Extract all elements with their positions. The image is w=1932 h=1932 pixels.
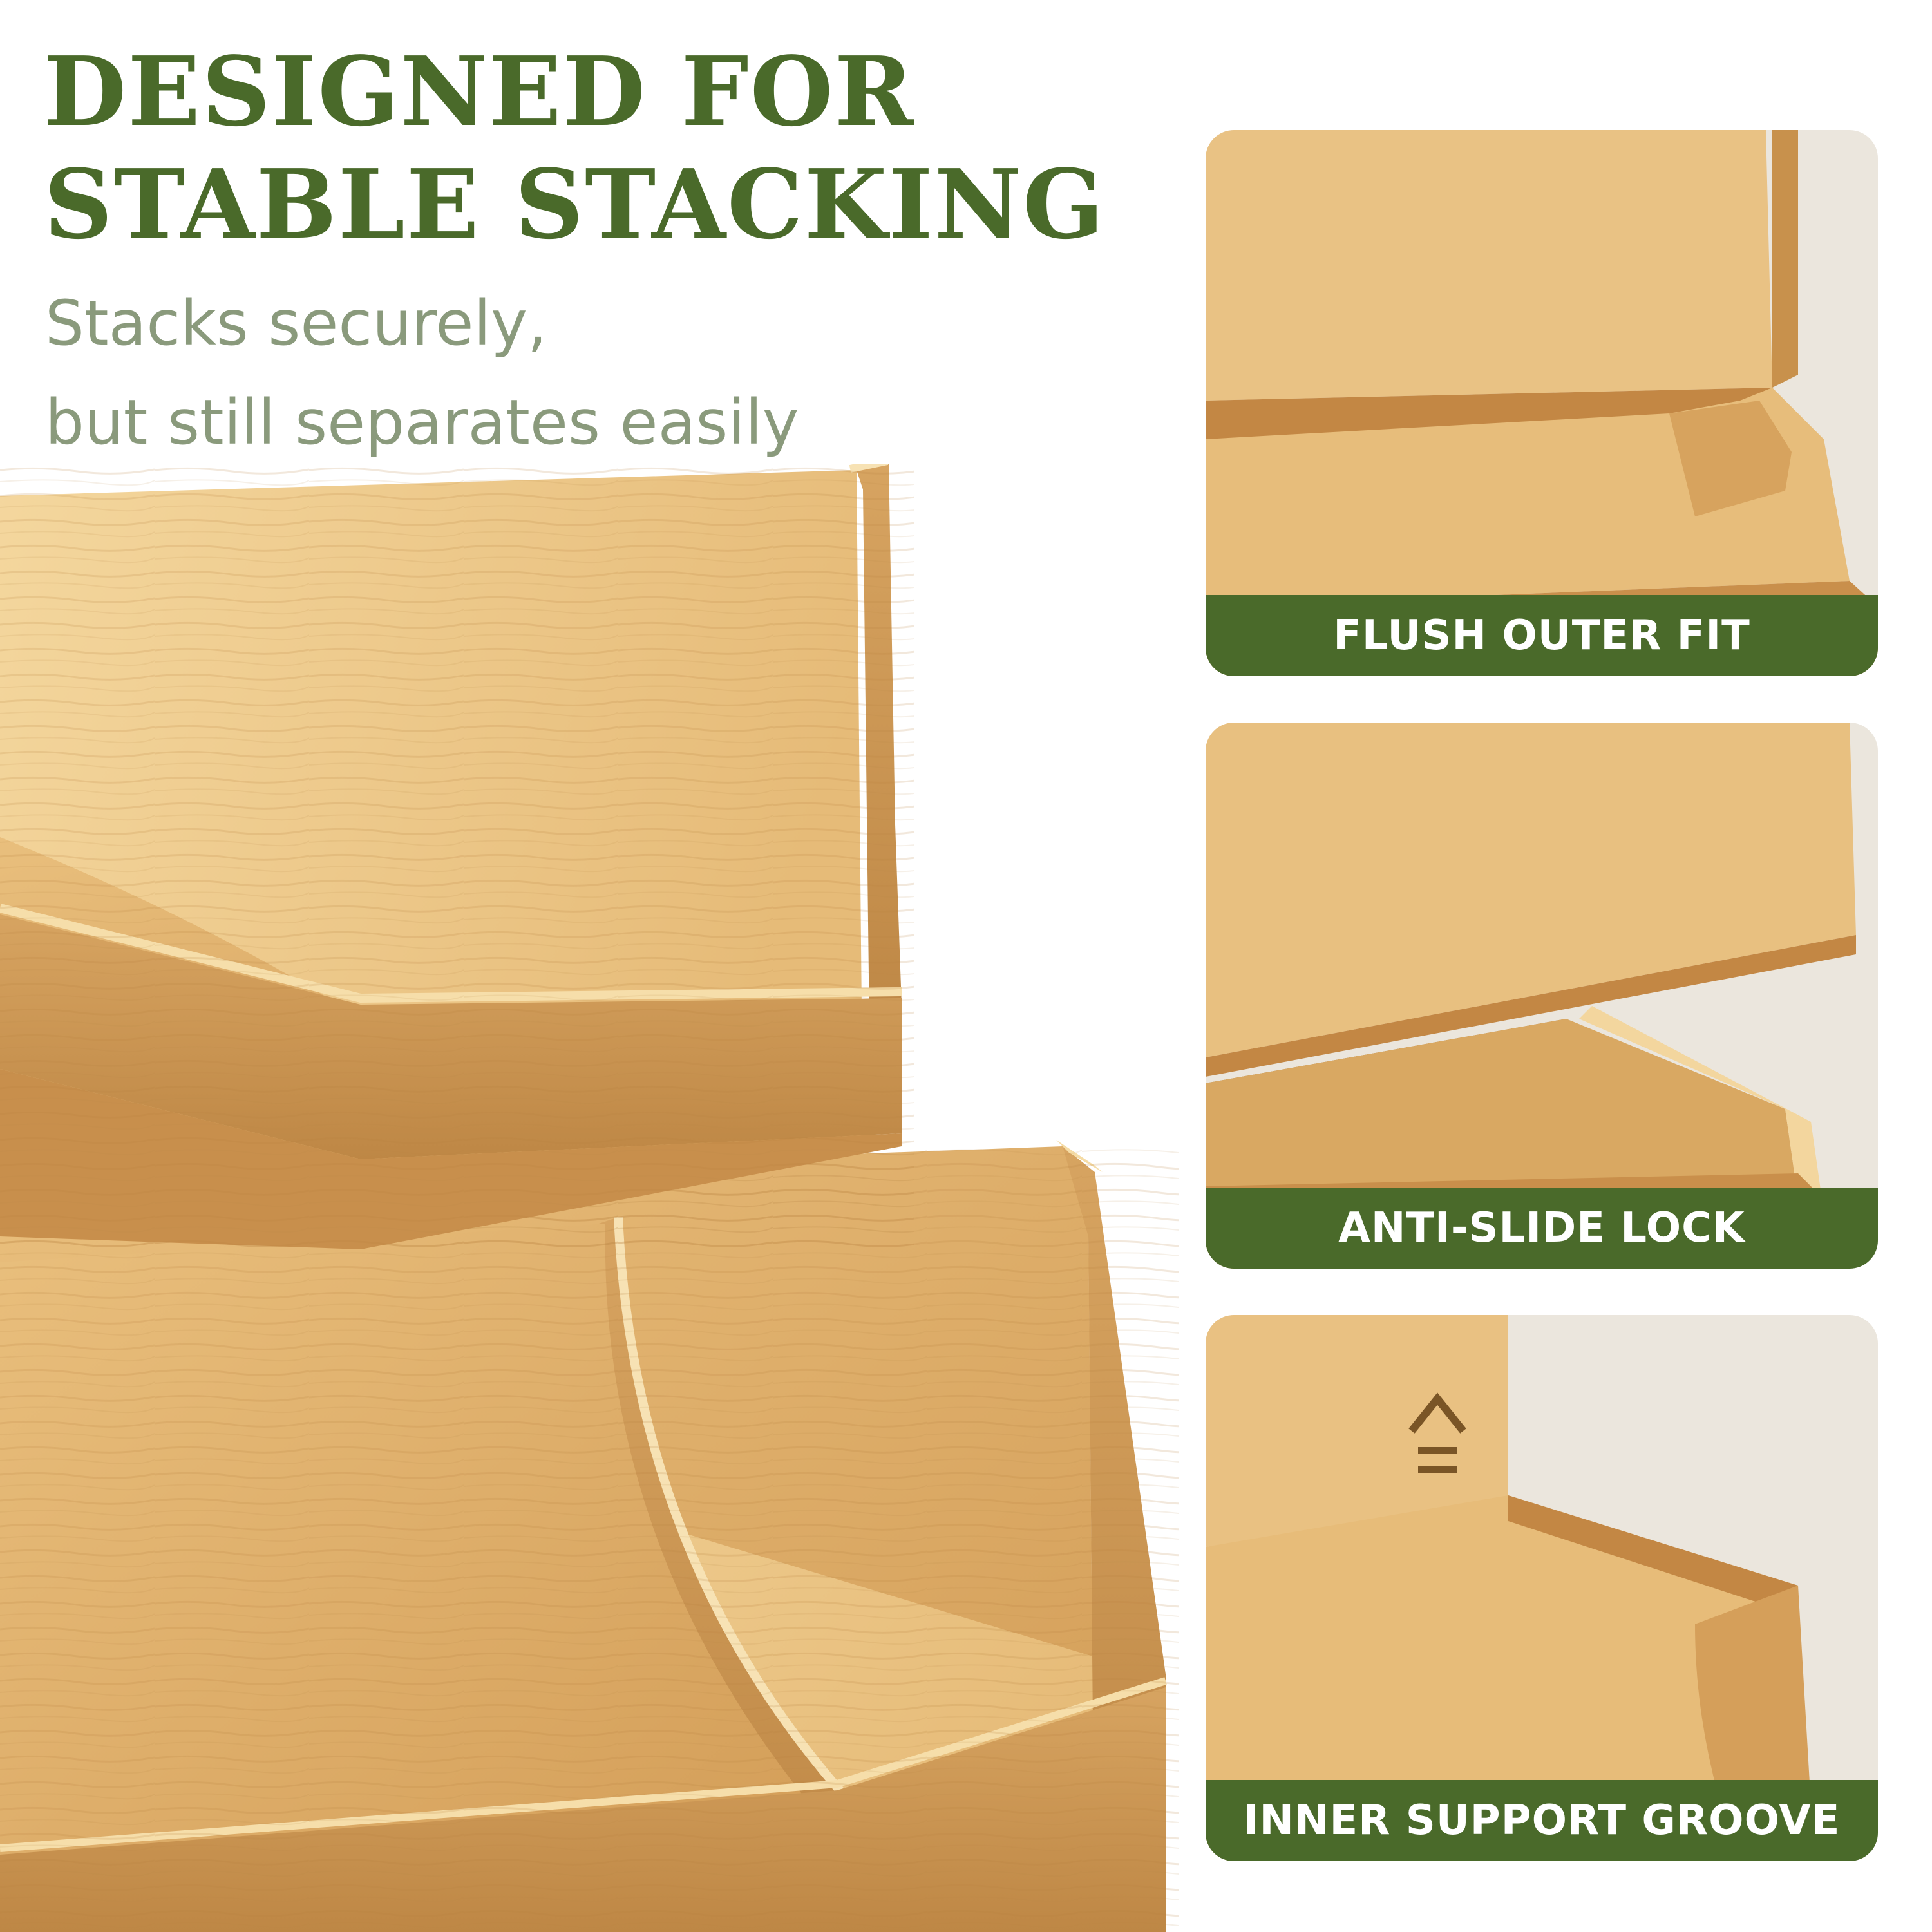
stacked-bins-illustration: [0, 464, 1179, 1932]
subheadline: Stacks securely, but still separates eas…: [45, 274, 799, 472]
headline: DESIGNED FOR STABLE STACKING: [44, 35, 1105, 261]
anti-slide-lock-photo: [1206, 723, 1878, 1269]
headline-line-2: STABLE STACKING: [44, 148, 1106, 260]
feature-label-band: ANTI-SLIDE LOCK: [1206, 1188, 1878, 1269]
inner-support-groove-photo: [1206, 1315, 1878, 1861]
feature-label: ANTI-SLIDE LOCK: [1338, 1204, 1745, 1252]
flush-outer-fit-photo: [1206, 130, 1878, 676]
feature-card-flush-outer-fit: FLUSH OUTER FIT: [1206, 130, 1878, 676]
stacked-bamboo-organizer-photo: [0, 464, 1179, 1932]
feature-label-band: INNER SUPPORT GROOVE: [1206, 1780, 1878, 1861]
subheadline-line-1: Stacks securely,: [45, 287, 547, 359]
feature-card-anti-slide-lock: ANTI-SLIDE LOCK: [1206, 723, 1878, 1269]
homestead-house-logo: [1408, 1392, 1466, 1473]
headline-line-1: DESIGNED FOR: [44, 35, 915, 147]
feature-card-inner-support-groove: INNER SUPPORT GROOVE: [1206, 1315, 1878, 1861]
feature-label: INNER SUPPORT GROOVE: [1243, 1797, 1841, 1844]
subheadline-line-2: but still separates easily: [45, 386, 799, 459]
feature-label: FLUSH OUTER FIT: [1333, 612, 1750, 659]
feature-label-band: FLUSH OUTER FIT: [1206, 595, 1878, 676]
